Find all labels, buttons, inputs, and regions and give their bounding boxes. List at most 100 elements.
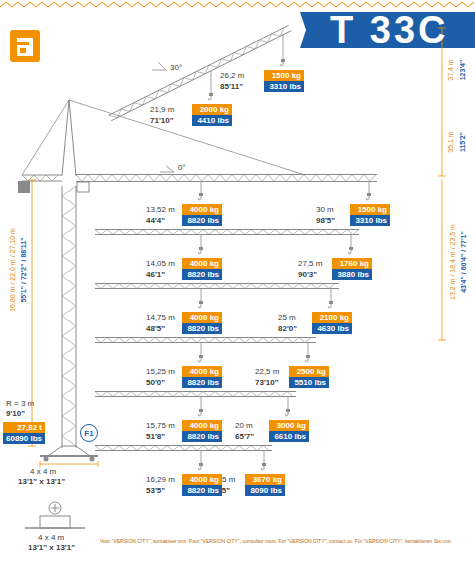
footnote: Voor "VERSION CITY", kontakteer ons. Pou… <box>100 538 470 545</box>
load-kg-box: 1760 kg <box>332 258 372 269</box>
box-text: 3880 lbs <box>335 269 369 280</box>
logo-mark <box>19 47 28 55</box>
hook <box>208 96 211 100</box>
hook <box>198 358 201 362</box>
height-dimension: 37,4 m <box>446 59 455 80</box>
hook-cable <box>201 289 202 302</box>
hook <box>198 304 201 308</box>
hook-block <box>286 409 290 412</box>
box-text: 2000 kg <box>195 104 229 115</box>
box-text: 8820 lbs <box>185 431 219 442</box>
load-kg-box: 27,62 t <box>3 422 45 433</box>
box-text: 4000 kg <box>185 312 219 323</box>
load-lbs-box: 8820 lbs <box>182 323 222 334</box>
height-dimension: 35,1 m <box>446 131 455 152</box>
dimension-label: 90'3" <box>298 269 317 280</box>
load-lbs-box: 60890 lbs <box>3 433 45 444</box>
jib <box>95 284 335 289</box>
dimension-label: 48'5" <box>146 323 165 334</box>
box-text: 2100 kg <box>315 312 349 323</box>
logo-mark <box>29 38 33 56</box>
jib <box>95 445 272 446</box>
box-text: 4000 kg <box>185 420 219 431</box>
hook <box>305 358 308 362</box>
hook-block <box>199 301 203 304</box>
box-text: 60890 lbs <box>6 433 42 444</box>
dimension-label: 26,2 m <box>220 70 244 81</box>
dimension-label: 14,05 m <box>146 258 175 269</box>
box-text: 4000 kg <box>185 474 219 485</box>
hook-cable <box>201 397 202 410</box>
box-text: 3000 kg <box>272 420 306 431</box>
dimension-tick <box>98 461 99 467</box>
load-lbs-box: 8820 lbs <box>182 269 222 280</box>
dimension-label: 13'1" x 13'1" <box>28 542 75 553</box>
jib <box>76 174 377 175</box>
jib <box>95 391 296 392</box>
box-text: 8820 lbs <box>185 269 219 280</box>
mast <box>62 186 63 448</box>
box-text: 4630 lbs <box>315 323 349 334</box>
load-lbs-box: 5510 lbs <box>289 377 329 388</box>
load-lbs-box: 3880 lbs <box>332 269 372 280</box>
hook-cable <box>264 451 265 464</box>
jib <box>95 230 359 235</box>
dimension-label: 50'0" <box>146 377 165 388</box>
box-text: 8820 lbs <box>185 485 219 496</box>
counterweight <box>18 181 30 193</box>
box-text: 6610 lbs <box>272 431 306 442</box>
box-text: 2500 kg <box>292 366 326 377</box>
load-lbs-box: 8820 lbs <box>182 377 222 388</box>
model-title: T 33C <box>330 12 448 48</box>
hook-block <box>329 301 333 304</box>
hook <box>198 196 201 200</box>
ballast-symbol <box>49 502 61 514</box>
hook-block <box>199 355 203 358</box>
jib <box>95 234 359 235</box>
dimension-label: 71'10" <box>150 115 174 126</box>
load-kg-box: 4000 kg <box>182 258 222 269</box>
dimension-line <box>442 180 443 340</box>
dimension-tick <box>28 180 36 181</box>
hook <box>198 250 201 254</box>
counter-jib-tie <box>22 100 69 175</box>
counter-jib <box>22 175 58 181</box>
callout-circle: F1 <box>80 424 98 442</box>
logo <box>10 30 40 62</box>
load-lbs-box: 3310 lbs <box>350 215 390 226</box>
dimension-label: 0° <box>178 162 186 173</box>
hook <box>280 62 283 66</box>
dimension-label: 51'8" <box>146 431 165 442</box>
hook-cable <box>283 35 284 61</box>
dimension-label: R = 3 m <box>6 398 34 409</box>
height-dimension: 55'1" / 72'2" / 88'11" <box>19 237 28 302</box>
tower-head <box>62 100 76 176</box>
dimension-label: 16,29 m <box>146 474 175 485</box>
height-dimension: 123'4" <box>458 60 467 81</box>
dimension-label: 73'10" <box>255 377 279 388</box>
box-text: 1500 kg <box>267 70 301 81</box>
jib <box>95 337 316 338</box>
load-kg-box: 2100 kg <box>312 312 352 323</box>
load-lbs-box: 4410 lbs <box>192 115 232 126</box>
dimension-label: 15,75 m <box>146 420 175 431</box>
load-kg-box: 4000 kg <box>182 420 222 431</box>
mast <box>62 186 76 446</box>
box-text: 8820 lbs <box>185 377 219 388</box>
load-kg-box: 1500 kg <box>264 70 304 81</box>
box-text: 3310 lbs <box>353 215 387 226</box>
box-text: 4000 kg <box>185 204 219 215</box>
hook-cable <box>308 343 309 356</box>
hook-cable <box>201 343 202 356</box>
load-lbs-box: 6610 lbs <box>269 431 309 442</box>
dimension-label: 30 m <box>316 204 334 215</box>
hook-block <box>199 409 203 412</box>
load-lbs-box: 8820 lbs <box>182 485 222 496</box>
dimension-tick <box>40 461 41 467</box>
base-wheel <box>44 457 49 462</box>
dimension-label: 14,75 m <box>146 312 175 323</box>
dimension-label: 13,52 m <box>146 204 175 215</box>
box-text: 1760 kg <box>335 258 369 269</box>
hook-cable <box>288 397 289 410</box>
